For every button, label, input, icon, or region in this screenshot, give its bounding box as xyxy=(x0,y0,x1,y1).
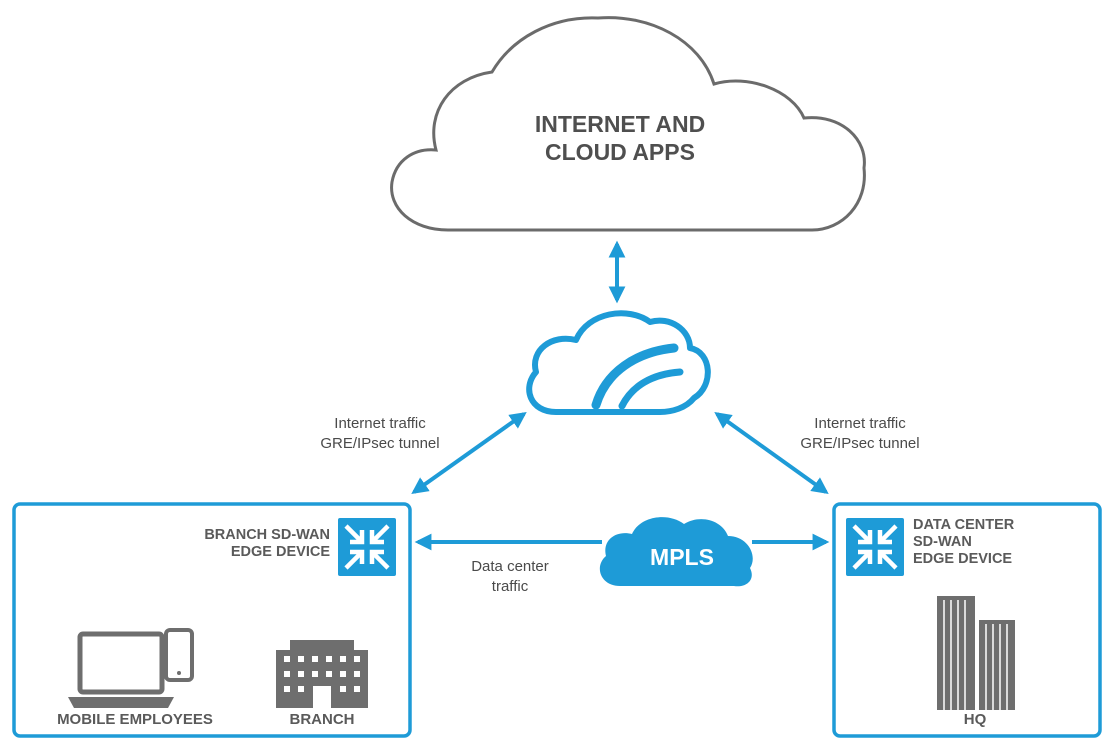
branch-device-label: BRANCH SD-WAN EDGE DEVICE xyxy=(130,527,330,561)
right-tunnel-arrow xyxy=(714,412,829,494)
branch-device-line1: BRANCH SD-WAN xyxy=(204,527,330,543)
mobile-employees-caption: MOBILE EMPLOYEES xyxy=(57,711,213,728)
branch-device-line2: EDGE DEVICE xyxy=(230,544,330,560)
mpls-traffic-line1: Data center xyxy=(471,558,549,575)
phone-icon xyxy=(164,628,194,682)
mpls-traffic-label: Data center traffic xyxy=(440,557,580,597)
mpls-label: MPLS xyxy=(650,544,714,570)
right-tunnel-label: Internet traffic GRE/IPsec tunnel xyxy=(760,414,960,454)
branch-building-icon xyxy=(276,640,368,708)
internet-cloud-title: INTERNET AND CLOUD APPS xyxy=(470,110,770,166)
left-tunnel-line1: Internet traffic xyxy=(334,415,426,432)
left-tunnel-label: Internet traffic GRE/IPsec tunnel xyxy=(290,414,470,454)
internet-cloud-shape xyxy=(390,16,866,232)
hq-caption: HQ xyxy=(963,711,987,728)
datacenter-device-line2: SD-WAN xyxy=(913,534,972,550)
datacenter-device-label: DATA CENTER SD-WAN EDGE DEVICE xyxy=(913,517,1093,568)
datacenter-device-line1: DATA CENTER xyxy=(913,517,1015,533)
laptop-icon xyxy=(68,631,174,708)
internet-cloud-line1: INTERNET AND xyxy=(534,111,706,137)
branch-sdwan-device-icon xyxy=(338,518,396,576)
left-tunnel-arrow xyxy=(411,412,527,494)
security-cloud-icon xyxy=(526,310,711,415)
datacenter-sdwan-device-icon xyxy=(846,518,904,576)
left-tunnel-line2: GRE/IPsec tunnel xyxy=(320,435,440,452)
hq-buildings-icon xyxy=(937,596,1015,710)
mpls-cloud-shape xyxy=(599,517,753,587)
mpls-traffic-line2: traffic xyxy=(491,578,529,595)
right-tunnel-line1: Internet traffic xyxy=(814,415,906,432)
branch-caption: BRANCH xyxy=(289,711,355,728)
internet-cloud-line2: CLOUD APPS xyxy=(545,139,695,165)
datacenter-device-line3: EDGE DEVICE xyxy=(913,551,1013,567)
right-tunnel-line2: GRE/IPsec tunnel xyxy=(800,435,920,452)
